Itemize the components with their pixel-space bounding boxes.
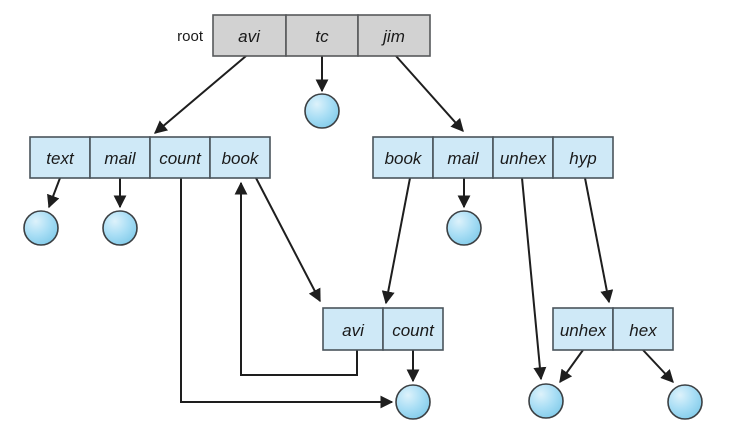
- jim-directory-table: book mail unhex hyp: [372, 136, 614, 179]
- edge-hex-to-file: [642, 349, 674, 383]
- file-circle-hex: [667, 384, 703, 420]
- jim-dir-entry-mail: mail: [447, 149, 479, 168]
- avi-dir-entry-book: book: [222, 149, 260, 168]
- jim-dir-cell-hyp: [552, 136, 614, 179]
- edge-count-to-shared-file: [180, 178, 394, 409]
- book-dir-entry-avi: avi: [342, 321, 365, 340]
- root-cell-jim: [357, 14, 431, 57]
- jim-dir-entry-hyp: hyp: [569, 149, 596, 168]
- book-dir-cell-count: [382, 307, 444, 351]
- edge-hyp-to-hyp-dir: [584, 177, 614, 304]
- book-dir-entry-count: count: [392, 321, 435, 340]
- file-circle-unhex-shared: [528, 383, 564, 419]
- avi-directory-table: text mail count book: [29, 136, 271, 179]
- root-entry-avi: avi: [238, 27, 261, 46]
- hyp-dir-entry-unhex: unhex: [560, 321, 607, 340]
- avi-dir-cell-count: [149, 136, 211, 179]
- jim-dir-cell-mail: [432, 136, 494, 179]
- edge-root-jim-to-jim-dir: [395, 55, 464, 132]
- edge-right-book-to-book-dir: [381, 177, 411, 305]
- root-cell-avi: [212, 14, 287, 57]
- hyp-dir-entry-hex: hex: [629, 321, 657, 340]
- file-circle-right-mail: [446, 210, 482, 246]
- file-circle-left-mail: [102, 210, 138, 246]
- hyp-directory-table: unhex hex: [552, 307, 674, 351]
- jim-dir-cell-book: [372, 136, 434, 179]
- hyp-dir-cell-unhex: [552, 307, 614, 351]
- root-label: root: [177, 28, 204, 45]
- file-circle-text: [23, 210, 59, 246]
- avi-dir-entry-text: text: [46, 149, 75, 168]
- avi-dir-cell-text: [29, 136, 91, 179]
- file-circles: [23, 93, 703, 420]
- edge-right-unhex-to-shared-file: [521, 177, 547, 381]
- root-directory-table: avi tc jim root: [177, 14, 431, 57]
- file-circle-tc: [304, 93, 340, 129]
- book-dir-cell-avi: [322, 307, 384, 351]
- file-circle-count-shared: [395, 384, 431, 420]
- avi-dir-cell-book: [209, 136, 271, 179]
- avi-dir-entry-count: count: [159, 149, 202, 168]
- edge-text-to-file: [47, 177, 61, 209]
- edge-avi-cycle-to-left-book: [234, 181, 358, 376]
- root-entry-jim: jim: [381, 27, 405, 46]
- book-directory-table: avi count: [322, 307, 444, 351]
- edge-root-avi-to-avi-dir: [154, 55, 247, 134]
- avi-dir-cell-mail: [89, 136, 151, 179]
- jim-dir-entry-book: book: [385, 149, 423, 168]
- edge-subdir-unhex-to-shared-file: [559, 349, 584, 384]
- avi-dir-entry-mail: mail: [104, 149, 136, 168]
- edge-left-book-to-book-dir: [255, 177, 321, 303]
- edges: [47, 55, 674, 409]
- jim-dir-entry-unhex: unhex: [500, 149, 547, 168]
- hyp-dir-cell-hex: [612, 307, 674, 351]
- root-entry-tc: tc: [315, 27, 329, 46]
